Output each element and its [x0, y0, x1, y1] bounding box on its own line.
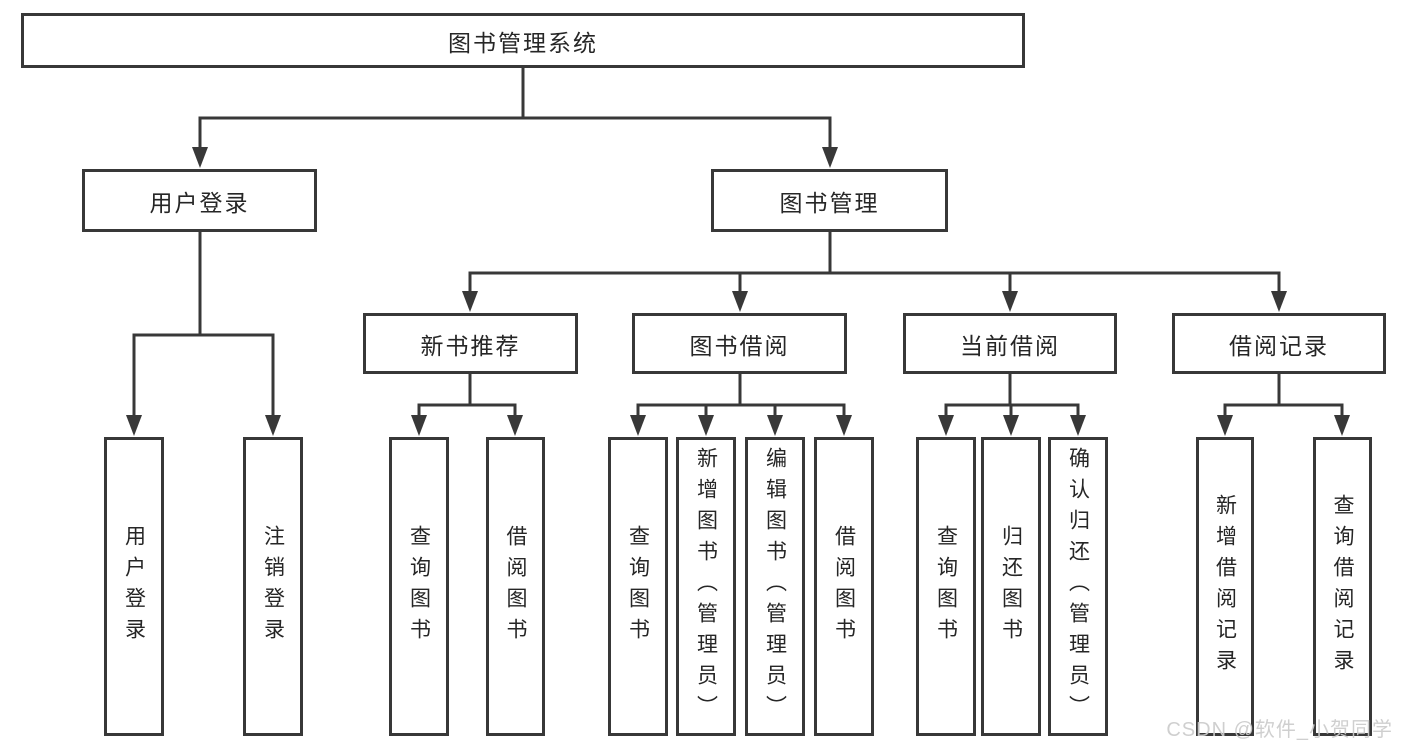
node-label: 用户登录 — [122, 524, 146, 649]
arrowhead — [938, 415, 954, 436]
csdn-watermark: CSDN @软件_小贺同学 — [1166, 719, 1393, 741]
connector-book-management-children — [462, 230, 1287, 312]
arrowhead — [698, 415, 714, 436]
arrowhead — [1070, 415, 1086, 436]
node-book-borrow: 图书借阅 — [632, 313, 847, 374]
arrowhead — [836, 415, 852, 436]
node-leaf-add-book-admin: 新增图书（管理员） — [676, 437, 736, 736]
node-leaf-query-book-recommend: 查询图书 — [389, 437, 449, 736]
connector-user-login-children — [126, 230, 281, 436]
node-label: 查询借阅记录 — [1331, 493, 1354, 680]
connector-root-to-level2 — [192, 66, 838, 168]
node-borrow-record: 借阅记录 — [1172, 313, 1386, 374]
node-leaf-edit-book-admin: 编辑图书（管理员） — [745, 437, 805, 736]
node-label: 新书推荐 — [420, 332, 521, 359]
node-current-borrow: 当前借阅 — [903, 313, 1117, 374]
node-label: 借阅图书 — [832, 524, 856, 649]
node-label: 借阅记录 — [1229, 332, 1329, 359]
node-label: 借阅图书 — [504, 524, 527, 649]
connector-current-borrow-children — [938, 372, 1086, 436]
arrowhead — [732, 291, 748, 312]
node-leaf-query-borrow-record: 查询借阅记录 — [1313, 437, 1372, 736]
arrowhead — [265, 415, 281, 436]
node-label: 确认归还（管理员） — [1066, 447, 1090, 726]
connector-new-book-children — [411, 372, 523, 436]
node-label: 查询图书 — [626, 524, 650, 649]
arrowhead — [192, 147, 208, 168]
node-leaf-confirm-return-admin: 确认归还（管理员） — [1048, 437, 1108, 736]
node-leaf-borrow-book: 借阅图书 — [814, 437, 874, 736]
node-book-management: 图书管理 — [711, 169, 948, 232]
arrowhead — [1271, 291, 1287, 312]
arrowhead — [462, 291, 478, 312]
node-label: 图书管理 — [779, 189, 880, 216]
node-user-login-group: 用户登录 — [82, 169, 317, 232]
node-new-book-recommend: 新书推荐 — [363, 313, 578, 374]
node-leaf-add-borrow-record: 新增借阅记录 — [1196, 437, 1254, 736]
node-leaf-query-book: 查询图书 — [608, 437, 668, 736]
node-leaf-borrow-book-recommend: 借阅图书 — [486, 437, 545, 736]
node-label: 用户登录 — [149, 189, 250, 216]
node-library-management-system: 图书管理系统 — [21, 13, 1025, 68]
node-label: 新增图书（管理员） — [694, 447, 718, 726]
arrowhead — [1003, 415, 1019, 436]
node-label: 归还图书 — [999, 524, 1023, 649]
node-label: 注销登录 — [261, 524, 285, 649]
node-label: 查询图书 — [934, 524, 958, 649]
arrowhead — [822, 147, 838, 168]
arrowhead — [411, 415, 427, 436]
arrowhead — [1334, 415, 1350, 436]
connector-borrow-record-children — [1217, 372, 1350, 436]
arrowhead — [630, 415, 646, 436]
connector-book-borrow-children — [630, 372, 852, 436]
node-label: 当前借阅 — [960, 332, 1060, 359]
node-label: 编辑图书（管理员） — [763, 447, 787, 726]
node-leaf-logout: 注销登录 — [243, 437, 303, 736]
arrowhead — [1002, 291, 1018, 312]
arrowhead — [507, 415, 523, 436]
node-leaf-user-login: 用户登录 — [104, 437, 164, 736]
node-leaf-query-current-borrow: 查询图书 — [916, 437, 976, 736]
node-label: 新增借阅记录 — [1213, 493, 1237, 680]
node-label: 查询图书 — [407, 524, 431, 649]
node-label: 图书管理系统 — [448, 29, 598, 56]
node-label: 图书借阅 — [689, 332, 790, 359]
arrowhead — [126, 415, 142, 436]
node-leaf-return-book: 归还图书 — [981, 437, 1041, 736]
arrowhead — [1217, 415, 1233, 436]
arrowhead — [767, 415, 783, 436]
